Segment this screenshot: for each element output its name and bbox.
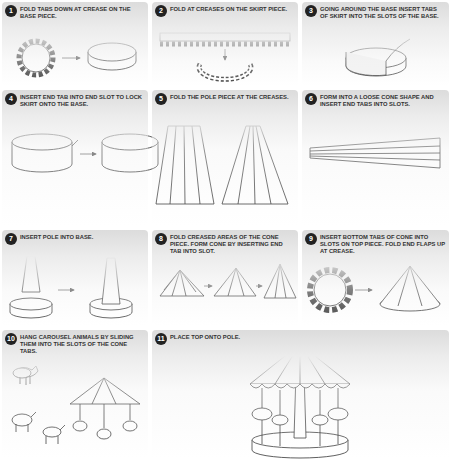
step-panel: 5FOLD THE POLE PIECE AT THE CREASES. xyxy=(152,90,298,226)
step-number: 8 xyxy=(155,233,167,245)
step-instruction: GOING AROUND THE BASE INSERT TABS OF SKI… xyxy=(320,5,445,20)
step-instruction: INSERT END TAB INTO END SLOT TO LOCK SKI… xyxy=(20,93,144,108)
step-header: 7INSERT POLE INTO BASE. xyxy=(2,230,148,247)
step-panel: 3GOING AROUND THE BASE INSERT TABS OF SK… xyxy=(302,2,449,86)
step-header: 8FOLD CREASED AREAS OF THE CONE PIECE. F… xyxy=(152,230,298,256)
step-header: 1FOLD TABS DOWN AT CREASE ON THE BASE PI… xyxy=(2,2,148,22)
step-number: 3 xyxy=(305,5,317,17)
step-instruction: FORM INTO A LOOSE CONE SHAPE AND INSERT … xyxy=(320,93,445,108)
step-panel: 1FOLD TABS DOWN AT CREASE ON THE BASE PI… xyxy=(2,2,148,86)
step-instruction: FOLD THE POLE PIECE AT THE CREASES. xyxy=(170,93,289,101)
step-number: 6 xyxy=(305,93,317,105)
step-panel: 9INSERT BOTTOM TABS OF CONE INTO SLOTS O… xyxy=(302,230,449,326)
step-number: 7 xyxy=(5,233,17,245)
step-header: 11PLACE TOP ONTO POLE. xyxy=(152,330,449,347)
step-instruction: FOLD TABS DOWN AT CREASE ON THE BASE PIE… xyxy=(20,5,144,20)
step-header: 3GOING AROUND THE BASE INSERT TABS OF SK… xyxy=(302,2,449,22)
step-panel: 7INSERT POLE INTO BASE. xyxy=(2,230,148,326)
step-number: 5 xyxy=(155,93,167,105)
step-instruction: INSERT POLE INTO BASE. xyxy=(20,233,93,241)
step-header: 4INSERT END TAB INTO END SLOT TO LOCK SK… xyxy=(2,90,148,110)
step-number: 11 xyxy=(155,333,167,345)
step-instruction: FOLD AT CREASES ON THE SKIRT PIECE. xyxy=(170,5,287,13)
step-instruction: FOLD CREASED AREAS OF THE CONE PIECE. FO… xyxy=(170,233,294,254)
step-panel: 4INSERT END TAB INTO END SLOT TO LOCK SK… xyxy=(2,90,148,226)
step-instruction: HANG CAROUSEL ANIMALS BY SLIDING THEM IN… xyxy=(20,333,144,354)
step-number: 10 xyxy=(5,333,17,345)
step-number: 9 xyxy=(305,233,317,245)
step-panel: 2FOLD AT CREASES ON THE SKIRT PIECE. xyxy=(152,2,298,86)
step-header: 5FOLD THE POLE PIECE AT THE CREASES. xyxy=(152,90,298,107)
step-instruction: INSERT BOTTOM TABS OF CONE INTO SLOTS ON… xyxy=(320,233,445,254)
step-header: 10HANG CAROUSEL ANIMALS BY SLIDING THEM … xyxy=(2,330,148,356)
step-panel: 6FORM INTO A LOOSE CONE SHAPE AND INSERT… xyxy=(302,90,449,226)
step-header: 2FOLD AT CREASES ON THE SKIRT PIECE. xyxy=(152,2,298,19)
step-number: 1 xyxy=(5,5,17,17)
step-number: 4 xyxy=(5,93,17,105)
step-number: 2 xyxy=(155,5,167,17)
step-panel: 11PLACE TOP ONTO POLE. xyxy=(152,330,449,459)
step-header: 6FORM INTO A LOOSE CONE SHAPE AND INSERT… xyxy=(302,90,449,110)
step-panel: 8FOLD CREASED AREAS OF THE CONE PIECE. F… xyxy=(152,230,298,326)
step-panel: 10HANG CAROUSEL ANIMALS BY SLIDING THEM … xyxy=(2,330,148,459)
step-header: 9INSERT BOTTOM TABS OF CONE INTO SLOTS O… xyxy=(302,230,449,256)
step-instruction: PLACE TOP ONTO POLE. xyxy=(170,333,240,341)
